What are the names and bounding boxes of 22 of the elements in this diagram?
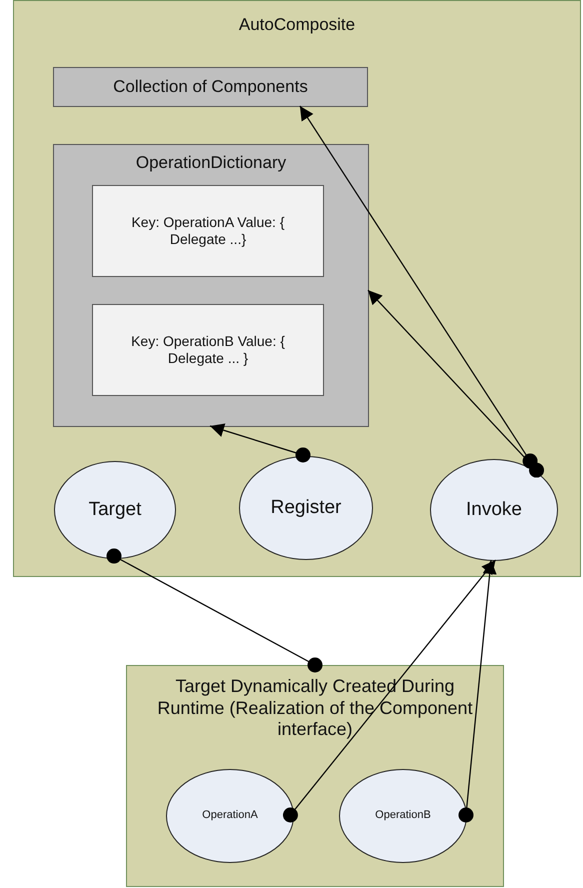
node-label: AutoComposite <box>238 15 356 36</box>
node-label: OperationA <box>202 809 258 823</box>
node-label: Target Dynamically Created During Runtime (Realization of the Component interface) <box>156 676 474 741</box>
container-box <box>126 665 504 887</box>
node-label: OperationB <box>375 809 431 823</box>
node-label: Key: OperationA Value: { Delegate ...} <box>130 214 286 248</box>
connector-arrow <box>458 560 497 822</box>
entry-box <box>92 185 324 277</box>
node-label: Target <box>88 498 142 522</box>
node-label: Collection of Components <box>113 76 308 98</box>
connector-arrow <box>368 290 544 478</box>
node-label: OperationDictionary <box>136 153 286 174</box>
connector-arrow <box>282 560 496 822</box>
connector-arrow <box>210 423 310 462</box>
node-label: Key: OperationB Value: { Delegate ... } <box>130 333 286 367</box>
entry-box <box>92 304 324 396</box>
node-label: Invoke <box>466 498 522 522</box>
node-label: Register <box>270 496 342 520</box>
container-box <box>53 144 369 427</box>
container-box <box>13 0 581 577</box>
process-box <box>53 67 368 107</box>
connector-arrow <box>299 106 538 469</box>
